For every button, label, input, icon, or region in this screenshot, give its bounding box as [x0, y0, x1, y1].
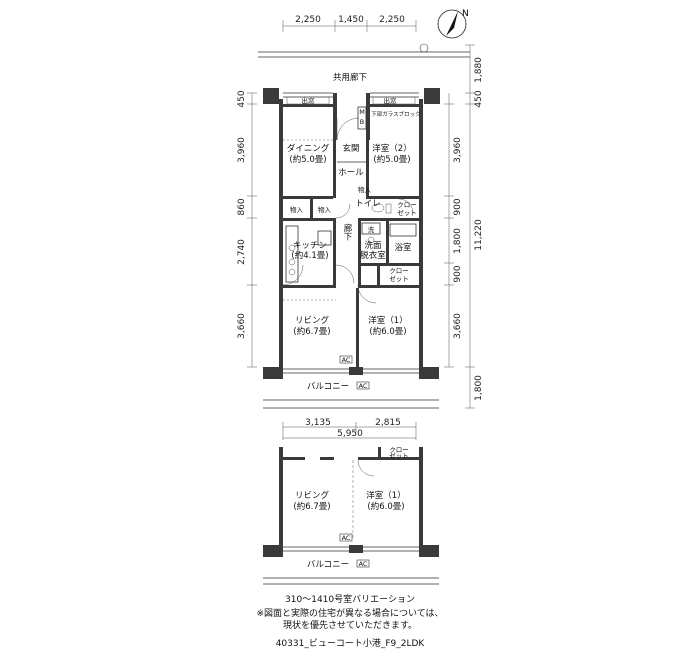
western-room-1-size: (約6.0畳): [369, 326, 406, 337]
top-dim-2: 1,450: [338, 15, 364, 25]
right-outer-dim-4: 1,800: [474, 375, 484, 401]
hallway-label: 廊下: [342, 223, 352, 242]
western-room-2-size: (約5.0畳): [373, 154, 410, 165]
right-inner-dim-2: 900: [453, 198, 463, 215]
balcony: [263, 399, 439, 409]
top-dimensions: 2,250 1,450 2,250: [282, 15, 417, 32]
toilet-label: トイレ: [355, 199, 381, 209]
closet-top-label-2: ゼット: [397, 208, 417, 217]
ac-label-room: AC: [342, 356, 351, 364]
left-dim-5: 3,660: [237, 313, 247, 339]
bottom-dimensions: 3,135 2,815 5,950: [282, 418, 417, 440]
closet-top-label-1: クロー: [397, 201, 417, 209]
living-size: (約6.7畳): [293, 326, 330, 337]
right-inner-dim-4: 900: [453, 265, 463, 282]
bottom-dim-b: 2,815: [375, 418, 401, 428]
meter-box-label-2: B: [360, 118, 364, 126]
western-room-2-label: 洋室（2）: [372, 143, 411, 154]
room-labels: 出窓 出窓 下部ガラスブロック M B ダイニング (約5.0畳) 玄関 洋室（…: [287, 96, 421, 392]
right-outer-dim-1: 1,880: [474, 57, 484, 83]
variation-plan: AC AC クロー ゼット リビング (約6.7畳) 洋室（1） (約6.0畳)…: [263, 446, 439, 585]
left-dimensions: 450 3,960 860 2,740 3,660: [237, 90, 257, 368]
variation-closet-label-2: ゼット: [389, 451, 409, 460]
door-swings: [282, 117, 414, 304]
variation-western-1-size: (約6.0畳): [367, 501, 404, 512]
left-dim-3: 860: [237, 198, 247, 215]
right-outer-dim-3: 11,220: [474, 219, 484, 251]
variation-title: 310～1410号室バリエーション: [285, 593, 415, 605]
living-label: リビング: [295, 315, 330, 326]
compass-label: N: [462, 9, 469, 19]
bottom-dim-a: 3,135: [305, 418, 331, 428]
dining-label: ダイニング: [287, 143, 330, 154]
kitchen-size: (約4.1畳): [291, 250, 328, 261]
washer-label: 洗: [368, 225, 375, 234]
closet-label-2: ゼット: [389, 274, 409, 283]
main-unit-walls: [263, 88, 440, 379]
right-dimensions: 3,960 900 1,800 900 3,660 1,880 450 11,2…: [444, 44, 484, 409]
note-line-2: 現状を優先させていただきます。: [283, 619, 417, 631]
dining-size: (約5.0畳): [289, 154, 326, 165]
note-line-1: ※図面と実際の住宅が異なる場合については、: [256, 607, 443, 619]
meter-box-label: M: [359, 108, 365, 116]
ac-markers: AC AC: [339, 355, 370, 390]
storage-label-1: 物入: [290, 205, 304, 214]
closet-label-1: クロー: [389, 267, 409, 275]
right-inner-dim-1: 3,960: [453, 137, 463, 163]
dashed-markers: [283, 139, 336, 301]
hall-label: ホール: [338, 168, 364, 178]
variation-ac-balcony: AC: [359, 560, 368, 568]
right-outer-dim-2: 450: [474, 90, 484, 107]
western-room-1-label: 洋室（1）: [368, 315, 407, 326]
variation-balcony-label: バルコニー: [307, 560, 349, 570]
glass-block-label: 下部ガラスブロック: [371, 110, 420, 118]
bay-window-left-label: 出窓: [302, 96, 316, 105]
top-dim-1: 2,250: [295, 15, 321, 25]
right-inner-dim-3: 1,800: [453, 228, 463, 254]
corridor-railing: [258, 43, 470, 58]
left-dim-1: 450: [237, 90, 247, 107]
left-dim-4: 2,740: [237, 239, 247, 265]
kitchen-label: キッチン: [293, 241, 327, 251]
fixtures: [285, 96, 417, 283]
variation-living-size: (約6.7畳): [293, 501, 330, 512]
bath-label: 浴室: [394, 242, 412, 253]
ac-label-balcony: AC: [359, 382, 368, 390]
north-compass-icon: N: [437, 9, 469, 39]
storage-label-3: 物入: [358, 185, 372, 194]
entrance-label: 玄関: [342, 143, 359, 154]
corridor-label: 共用廊下: [333, 72, 368, 83]
right-inner-dim-5: 3,660: [453, 313, 463, 339]
bottom-dim-total: 5,950: [337, 429, 363, 439]
washroom-label: 洗面: [364, 240, 382, 251]
dressing-room-label: 脱衣室: [360, 250, 386, 261]
variation-living-label: リビング: [295, 490, 330, 501]
footer-label: 40331_ビューコート小港_F9_2LDK: [276, 637, 426, 649]
variation-ac-room: AC: [342, 534, 351, 542]
top-dim-3: 2,250: [379, 15, 405, 25]
variation-closet-label-1: クロー: [389, 446, 409, 454]
variation-western-1-label: 洋室（1）: [366, 490, 405, 501]
bay-window-right-label: 出窓: [384, 96, 398, 105]
left-dim-2: 3,960: [237, 137, 247, 163]
storage-label-2: 物入: [318, 205, 332, 214]
balcony-label: バルコニー: [307, 382, 349, 392]
